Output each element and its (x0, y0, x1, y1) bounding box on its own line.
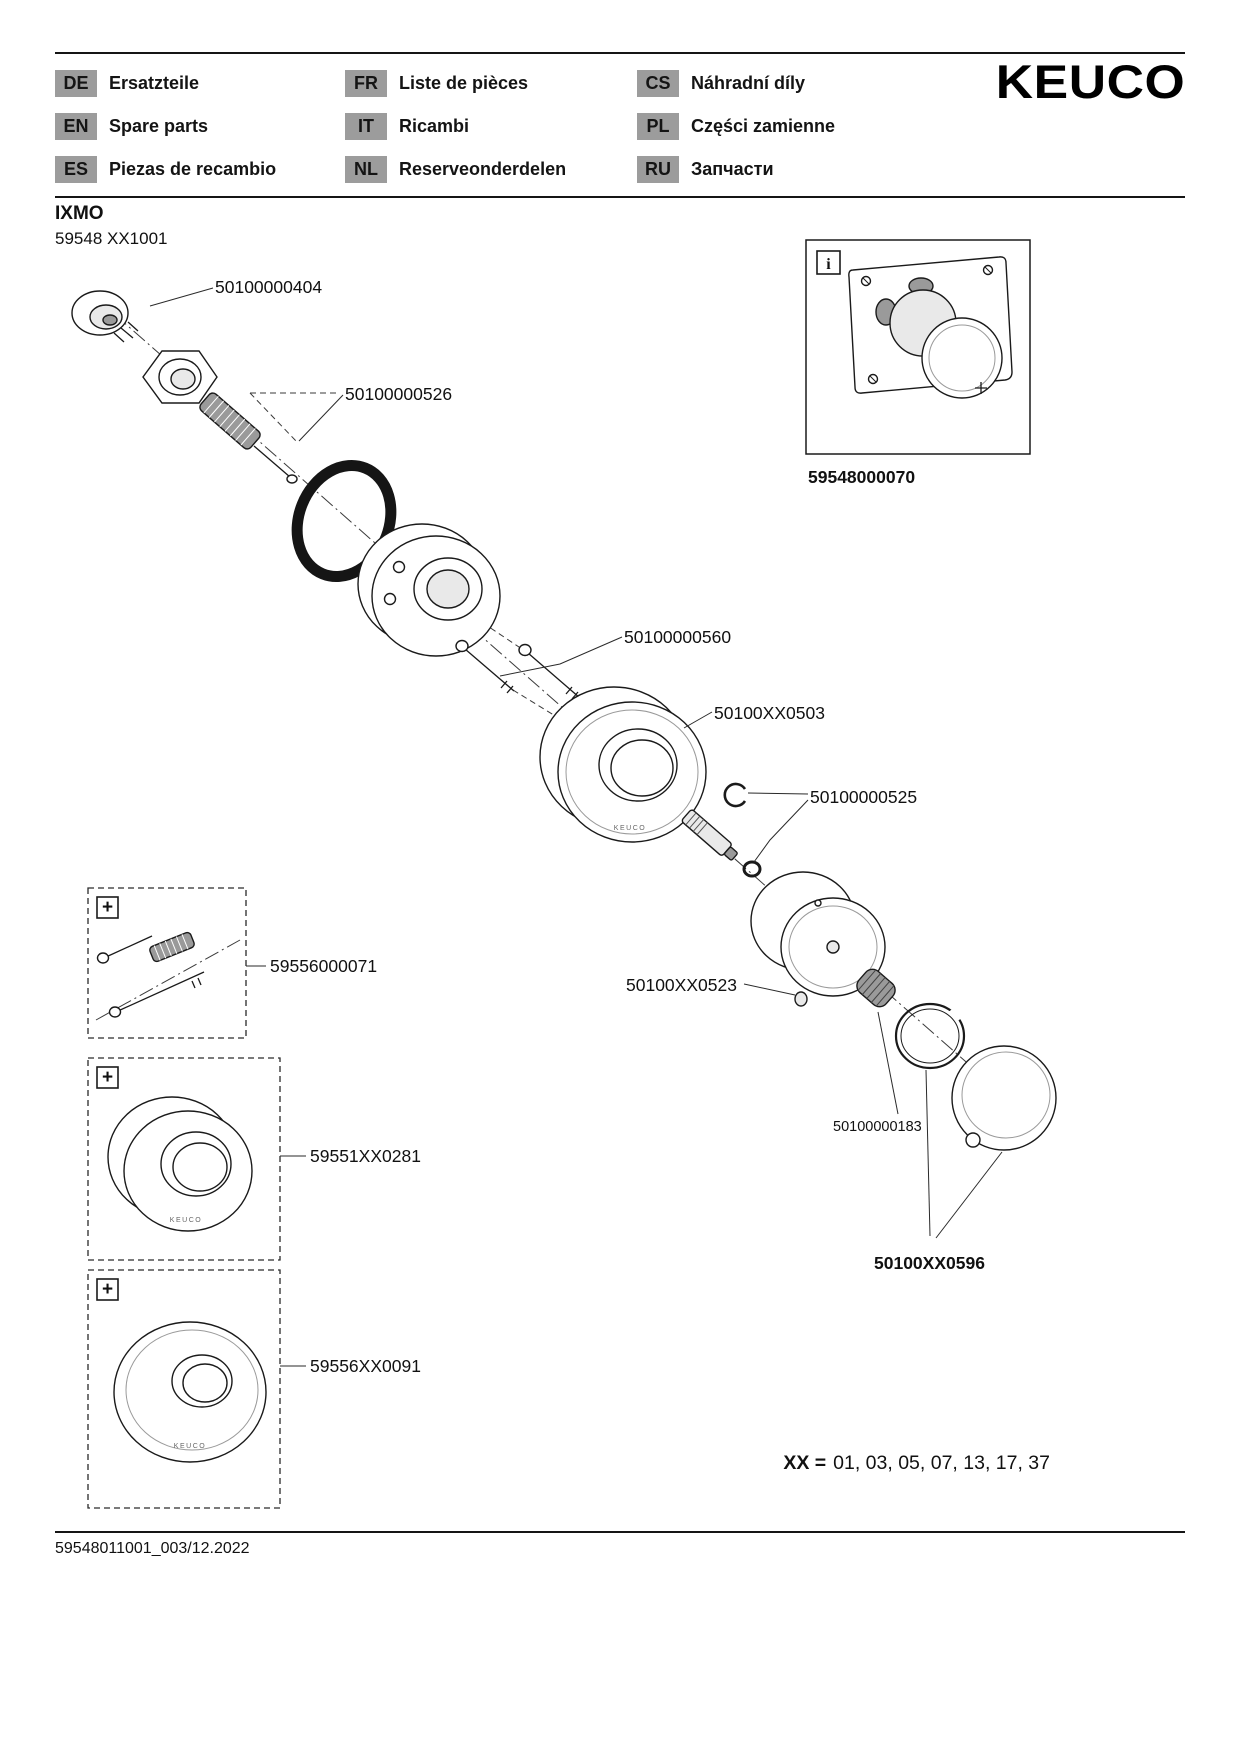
inset-valve-label: 59548000070 (808, 467, 915, 487)
part-labels: 50100000404 50100000526 50100000560 5010… (215, 277, 985, 1273)
language-label: Reserveonderdelen (399, 159, 567, 179)
language-label: Liste de pièces (399, 73, 529, 93)
plus-icon (96, 1278, 119, 1301)
inset-fixing-set: + 59556000071 (87, 887, 377, 1039)
part-threaded-stem (199, 392, 261, 450)
part-circlip (723, 782, 747, 808)
language-code-badge: IT (345, 113, 387, 140)
product-name: IXMO (55, 203, 104, 224)
language-code-badge: RU (637, 156, 679, 183)
plus-icon-glyph: + (102, 897, 113, 918)
part-snap-ring (894, 1002, 966, 1070)
fixing-screws (96, 931, 205, 1018)
part-small-o-ring (742, 860, 762, 878)
product-code: 59548 XX1001 (55, 229, 168, 248)
language-label: Części zamienne (691, 116, 836, 136)
inset-fixing-label: 59556000071 (270, 956, 377, 976)
plus-icon (96, 1066, 119, 1089)
part-plug (794, 991, 808, 1007)
language-label: Piezas de recambio (109, 159, 277, 179)
info-icon-glyph: i (826, 256, 831, 273)
plus-icon-glyph: + (102, 1067, 113, 1088)
language-code-badge: CS (637, 70, 679, 97)
part-label-sleeve: 50100XX0523 (626, 975, 737, 995)
language-label: Запчасти (691, 159, 774, 179)
part-label-screw-set: 50100000560 (624, 627, 731, 647)
engraving-text: KEUCO (174, 1443, 206, 1450)
part-pin (253, 445, 298, 484)
leader-lines (149, 287, 1003, 1239)
language-item-fr: FR Liste de pièces (345, 70, 637, 97)
language-label: Ersatzteile (109, 73, 200, 93)
language-legend: DE Ersatzteile FR Liste de pièces CS Náh… (55, 70, 905, 183)
part-label-spindle-set: 50100000525 (810, 787, 917, 807)
part-label-handle-adapter: 50100000404 (215, 277, 322, 297)
inset-round-escutcheon-label: 59556XX0091 (310, 1356, 421, 1376)
part-label-escutcheon: 50100XX0503 (714, 703, 825, 723)
language-item-pl: PL Części zamienne (637, 113, 905, 140)
language-item-nl: NL Reserveonderdelen (345, 156, 637, 183)
part-sleeve (750, 871, 886, 997)
language-code-badge: EN (55, 113, 97, 140)
part-label-handle: 50100XX0596 (874, 1253, 985, 1273)
language-label: Ricambi (399, 116, 470, 136)
inset-extension-ring: + KEUCO 59551XX0281 (87, 1057, 421, 1261)
variant-values: 01, 03, 05, 07, 13, 17, 37 (833, 1452, 1050, 1474)
language-item-de: DE Ersatzteile (55, 70, 345, 97)
inset-rough-in-valve: i 59548000070 (805, 239, 1031, 487)
variant-codes: XX = 01, 03, 05, 07, 13, 17, 37 (783, 1452, 1050, 1475)
engraving-text: KEUCO (170, 1217, 202, 1224)
language-label: Náhradní díly (691, 73, 806, 93)
top-divider (55, 52, 1185, 54)
language-code-badge: DE (55, 70, 97, 97)
part-screws (455, 639, 581, 700)
part-label-cartridge-set: 50100000526 (345, 384, 452, 404)
part-escutcheon-ring: KEUCO (539, 686, 707, 843)
part-mounting-flange (357, 523, 501, 657)
language-item-ru: RU Запчасти (637, 156, 905, 183)
language-item-cs: CS Náhradní díly (637, 70, 905, 97)
language-code-badge: PL (637, 113, 679, 140)
language-item-it: IT Ricambi (345, 113, 637, 140)
header-divider (55, 196, 1185, 198)
plus-icon (96, 896, 119, 919)
engraving-text: KEUCO (614, 825, 646, 832)
language-label: Spare parts (109, 116, 209, 136)
language-item-es: ES Piezas de recambio (55, 156, 345, 183)
part-knurled-adapter (856, 968, 896, 1008)
part-spindle (681, 809, 738, 861)
language-code-badge: FR (345, 70, 387, 97)
part-handle-adapter (71, 290, 139, 343)
inset-extension-label: 59551XX0281 (310, 1146, 421, 1166)
variant-prefix: XX = (783, 1452, 827, 1474)
plus-icon-glyph: + (102, 1279, 113, 1300)
part-hex-nut (142, 350, 218, 404)
document-code: 59548011001_003/12.2022 (55, 1540, 250, 1557)
info-icon (816, 250, 841, 275)
language-item-en: EN Spare parts (55, 113, 345, 140)
part-label-adapter: 50100000183 (833, 1119, 922, 1135)
part-handle-knob (951, 1045, 1057, 1151)
language-code-badge: NL (345, 156, 387, 183)
language-code-badge: ES (55, 156, 97, 183)
footer-divider (55, 1531, 1185, 1533)
inset-round-escutcheon: + KEUCO 59556XX0091 (87, 1269, 421, 1509)
keuco-logo: KEUCO (995, 55, 1185, 108)
